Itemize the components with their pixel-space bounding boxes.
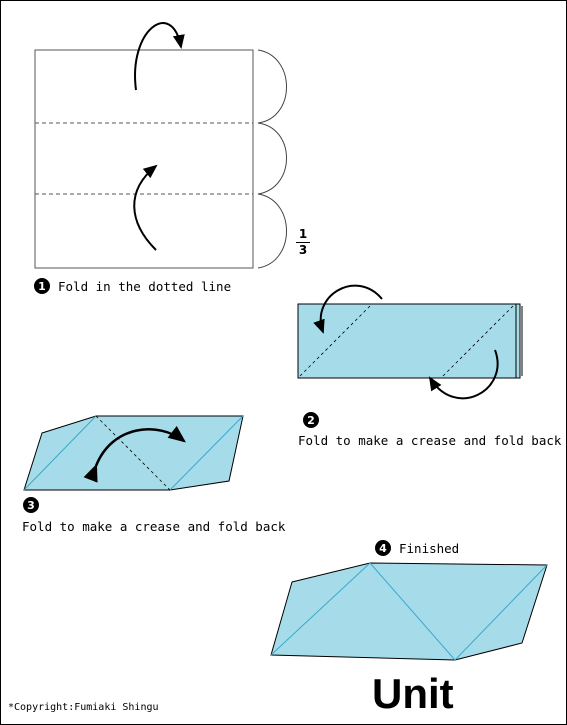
fold-arrow-top [134,22,185,91]
third-bracket [257,49,287,269]
crease-line-left [299,304,372,377]
step1-label: Fold in the dotted line [58,278,232,294]
page-title: Unit [372,670,454,717]
step1-number-badge: 1 [34,278,50,294]
step1-figure [34,22,287,269]
step3-caption: Fold to make a crease and fold back [22,519,285,534]
step2-figure [297,284,523,400]
step4-label: Finished [399,540,460,556]
paper-strip [297,303,521,379]
fold-arrow-right [428,349,499,400]
paper-square [34,49,254,269]
step3-number: 3 [23,497,39,513]
step4-number-badge: 4 [375,540,391,556]
step2-caption: Fold to make a crease and fold back [298,433,561,448]
paper-parallelogram [23,415,244,491]
step2-number-badge: 2 [303,412,319,428]
step1-caption: 1 Fold in the dotted line [34,278,231,294]
step3-label: Fold to make a crease and fold back [22,519,286,534]
step3-number-badge: 3 [23,497,39,513]
step3-figure [23,415,244,491]
copyright-notice: *Copyright:Fumiaki Shingu [8,702,159,713]
step4-caption: 4 Finished [375,540,459,556]
crease-line-right [442,304,515,377]
fraction-denominator: 3 [298,243,308,257]
step2-label: Fold to make a crease and fold back [298,433,562,448]
finished-unit [270,562,548,661]
step2-number: 2 [303,412,319,428]
step4-figure [270,562,548,661]
fold-arrow-bottom [133,164,158,251]
fraction-numerator: 1 [298,227,308,241]
fold-arrow-double [83,425,186,483]
one-third-fraction: 1 3 [296,228,310,257]
fold-arrow-left [313,284,383,334]
